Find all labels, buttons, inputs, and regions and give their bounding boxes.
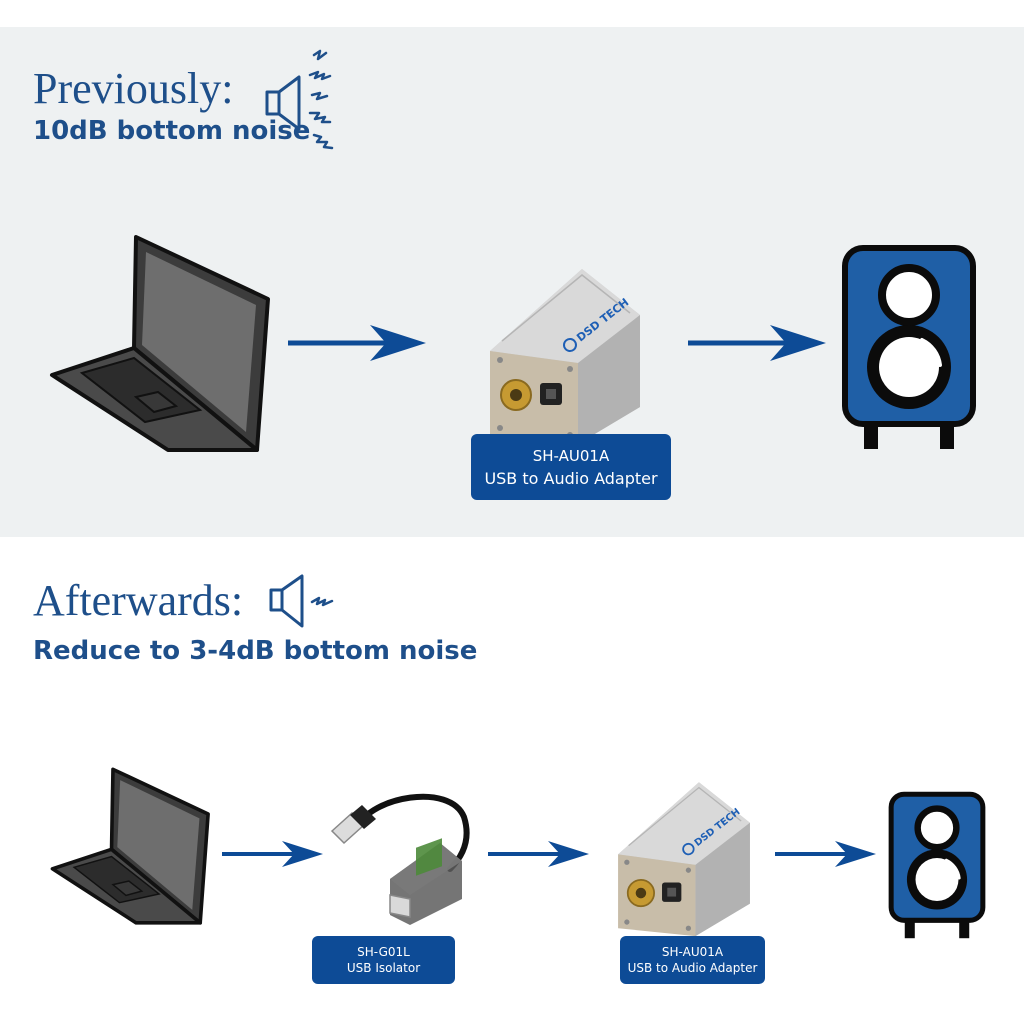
adapter-description: USB to Audio Adapter	[627, 961, 758, 975]
arrow-right-icon	[288, 325, 426, 361]
afterwards-noise-text: Reduce to 3-4dB bottom noise	[33, 636, 478, 666]
speaker-loud-icon	[265, 49, 334, 150]
laptop-icon	[50, 767, 210, 925]
adapter-model: SH-AU01A	[661, 945, 724, 959]
bookshelf-speaker-icon	[842, 245, 976, 449]
previously-heading: Previously:	[33, 64, 234, 113]
adapter-model: SH-AU01A	[532, 446, 610, 465]
audio-adapter-device: DSD TECH	[490, 269, 640, 444]
adapter-description: USB to Audio Adapter	[484, 468, 658, 488]
arrow-right-icon	[775, 841, 876, 867]
usb-isolator-device	[330, 793, 470, 925]
isolator-label: SH-G01L USB Isolator	[312, 936, 455, 984]
adapter-label: SH-AU01A USB to Audio Adapter	[620, 936, 765, 984]
speaker-quiet-icon	[269, 574, 334, 628]
afterwards-heading: Afterwards:	[33, 576, 244, 625]
bookshelf-speaker-icon	[888, 791, 986, 939]
isolator-description: USB Isolator	[346, 961, 421, 975]
isolator-model: SH-G01L	[357, 945, 410, 959]
arrow-right-icon	[222, 841, 323, 867]
arrow-right-icon	[688, 325, 826, 361]
afterwards-panel: Afterwards: Reduce to 3-4dB bottom noise…	[0, 537, 1024, 1024]
arrow-right-icon	[488, 841, 589, 867]
adapter-label: SH-AU01A USB to Audio Adapter	[471, 434, 671, 500]
previously-noise-text: 10dB bottom noise	[33, 116, 311, 146]
audio-adapter-device: DSD TECH	[618, 782, 750, 937]
laptop-icon	[50, 235, 270, 452]
previously-panel: Previously: 10dB bottom noise	[0, 27, 1024, 537]
